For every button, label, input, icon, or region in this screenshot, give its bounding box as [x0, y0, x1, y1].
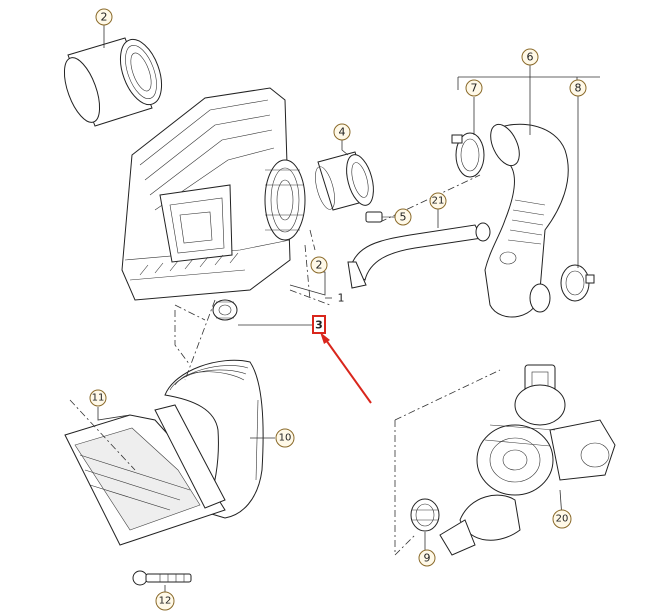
callout-9: 9 [418, 549, 436, 567]
callout-21-label: 21 [432, 196, 445, 207]
callout-7-label: 7 [471, 82, 478, 95]
callout-5-label: 5 [400, 211, 407, 224]
turbocharger-20 [439, 364, 616, 556]
callout-2-mid-label: 2 [316, 259, 323, 272]
callout-20: 20 [552, 509, 572, 529]
breather-hose-21 [347, 222, 491, 289]
callout-8-label: 8 [575, 82, 582, 95]
intake-duct-10 [164, 359, 264, 519]
callout-6: 6 [521, 48, 539, 66]
callout-2-top-label: 2 [101, 11, 108, 24]
callout-4-label: 4 [339, 126, 346, 139]
callout-3-highlighted: 3 [312, 315, 326, 334]
callout-3-label: 3 [315, 319, 323, 332]
hose-clamp-8 [560, 264, 595, 302]
callout-11-label: 11 [92, 393, 105, 404]
highlight-arrow [320, 332, 372, 404]
callout-4: 4 [333, 123, 351, 141]
callout-6-label: 6 [527, 51, 534, 64]
callout-2-mid: 2 [310, 256, 328, 274]
callout-9-label: 9 [424, 552, 431, 565]
seal-ring-9 [410, 498, 440, 532]
callout-21: 21 [429, 192, 447, 210]
callout-5: 5 [394, 208, 412, 226]
hose-clamp-7 [451, 132, 485, 178]
mass-airflow-connector [315, 151, 374, 211]
air-guide-11 [64, 404, 226, 546]
callout-11: 11 [89, 389, 107, 407]
air-filter-housing [121, 87, 306, 321]
callout-20-label: 20 [556, 514, 569, 525]
air-filter-cylinder [63, 37, 163, 127]
callout-7: 7 [465, 79, 483, 97]
callout-1: 1 [338, 292, 345, 305]
callout-8: 8 [569, 79, 587, 97]
callout-10: 10 [275, 428, 295, 448]
callout-12: 12 [155, 591, 175, 611]
bolt-12 [132, 570, 192, 586]
charge-air-hose-6 [484, 123, 569, 318]
callout-12-label: 12 [159, 596, 172, 607]
bolt-5 [365, 211, 392, 223]
callout-2-top: 2 [95, 8, 113, 26]
callout-1-label: 1 [338, 292, 345, 305]
callout-10-label: 10 [279, 433, 292, 444]
